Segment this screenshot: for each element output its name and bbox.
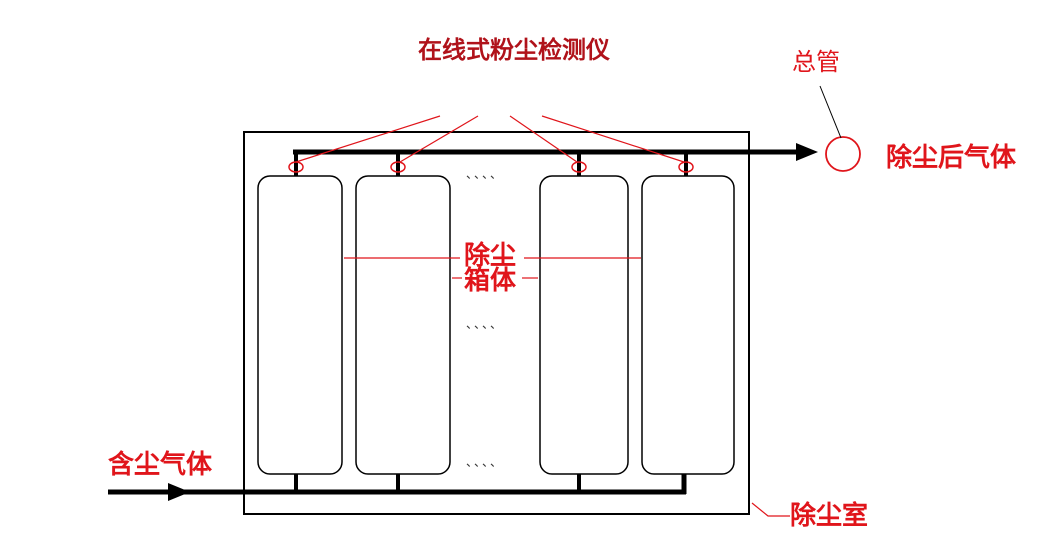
ellipsis-bottom: 、、、、 bbox=[466, 455, 505, 469]
dust-box-label-line1: 除尘 bbox=[462, 241, 519, 271]
dust-box-label-line2: 箱体 bbox=[462, 266, 519, 296]
outlet-arrow-icon bbox=[796, 143, 818, 161]
dust-box-4 bbox=[641, 175, 735, 475]
main-pipe-label: 总管 bbox=[792, 48, 840, 76]
ellipsis-top: 、、、、 bbox=[466, 167, 505, 181]
main-pipe-marker bbox=[825, 136, 861, 172]
ellipsis-middle: 、、、、 bbox=[466, 317, 505, 331]
dusty-gas-label: 含尘气体 bbox=[108, 450, 213, 480]
dust-box-1 bbox=[257, 175, 343, 475]
sensor-leader-3 bbox=[509, 115, 578, 163]
sensor-leader-2 bbox=[399, 115, 479, 163]
sensor-leader-4 bbox=[541, 115, 685, 163]
chamber-label: 除尘室 bbox=[790, 501, 869, 531]
inlet-arrow-icon bbox=[168, 483, 190, 501]
dust-chamber-outline bbox=[243, 131, 750, 515]
dust-box-2 bbox=[355, 175, 451, 475]
sensor-ring-2 bbox=[390, 161, 406, 173]
sensor-ring-4 bbox=[678, 161, 694, 173]
dust-box-3 bbox=[539, 175, 629, 475]
chamber-leader bbox=[751, 502, 790, 517]
clean-gas-label: 除尘后气体 bbox=[886, 143, 1017, 173]
sensor-ring-3 bbox=[571, 161, 587, 173]
diagram-title: 在线式粉尘检测仪 bbox=[418, 36, 610, 64]
sensor-leader-1 bbox=[295, 115, 441, 163]
main-pipe-leader bbox=[819, 85, 842, 139]
